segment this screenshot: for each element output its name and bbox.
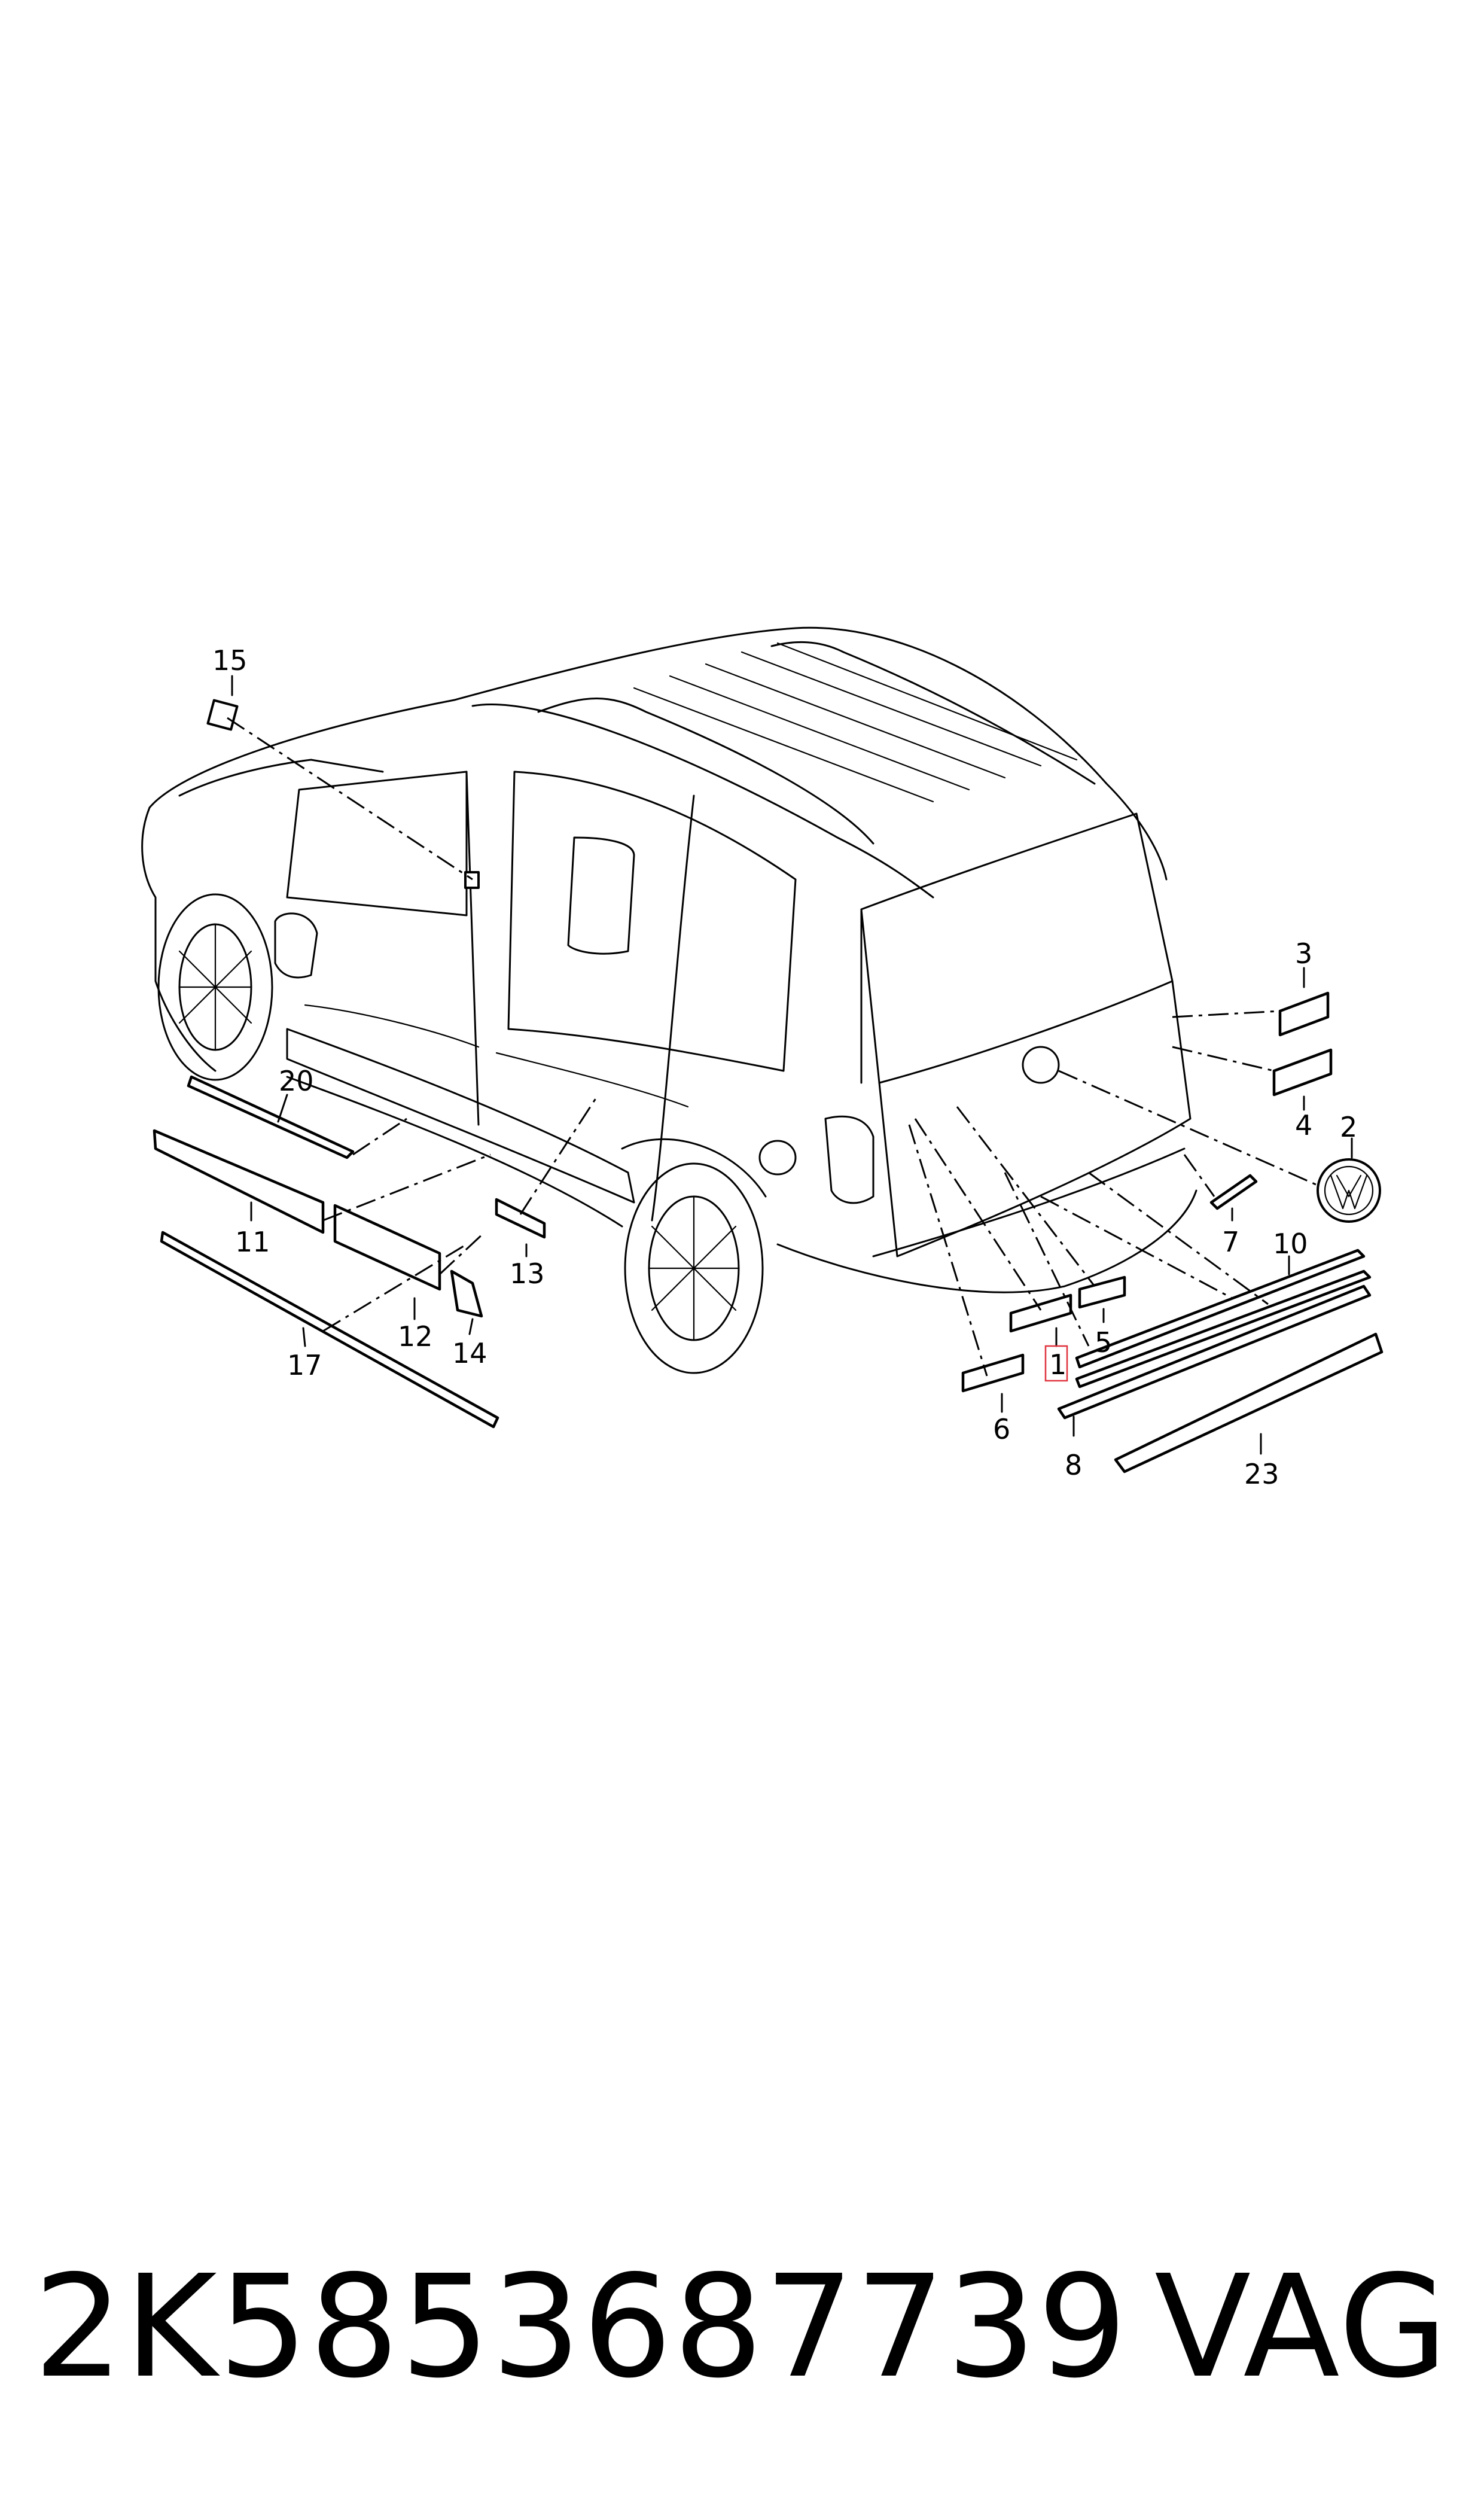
callout-7[interactable]: 7 [1222, 1226, 1239, 1258]
callout-10[interactable]: 10 [1273, 1228, 1308, 1260]
part-number-label: 2K5853687739 [33, 2245, 1129, 2409]
callout-13[interactable]: 13 [510, 1258, 545, 1290]
callout-3[interactable]: 3 [1295, 937, 1312, 970]
callout-1[interactable]: 1 [1049, 1348, 1066, 1381]
callout-20[interactable]: 20 [279, 1065, 314, 1097]
part-shapes [153, 699, 1384, 1473]
callout-14[interactable]: 14 [452, 1337, 487, 1369]
callout-23[interactable]: 23 [1244, 1458, 1279, 1490]
leader-lines [227, 675, 1353, 1455]
vehicle-illustration [141, 626, 1197, 1374]
callout-6[interactable]: 6 [993, 1413, 1010, 1445]
callout-12[interactable]: 12 [398, 1320, 433, 1353]
callout-17[interactable]: 17 [287, 1349, 322, 1381]
callout-highlight-box [1044, 1345, 1068, 1382]
callout-2[interactable]: 2 [1340, 1111, 1357, 1143]
callout-11[interactable]: 11 [235, 1226, 270, 1258]
callout-8[interactable]: 8 [1065, 1449, 1082, 1481]
callout-15[interactable]: 15 [212, 644, 248, 677]
callout-4[interactable]: 4 [1295, 1109, 1312, 1141]
callout-5[interactable]: 5 [1095, 1326, 1112, 1359]
brand-label: VAG [1154, 2245, 1449, 2409]
callout-labels: 1 2 3 4 5 6 8 10 11 12 13 14 15 17 20 23… [212, 644, 1357, 1490]
